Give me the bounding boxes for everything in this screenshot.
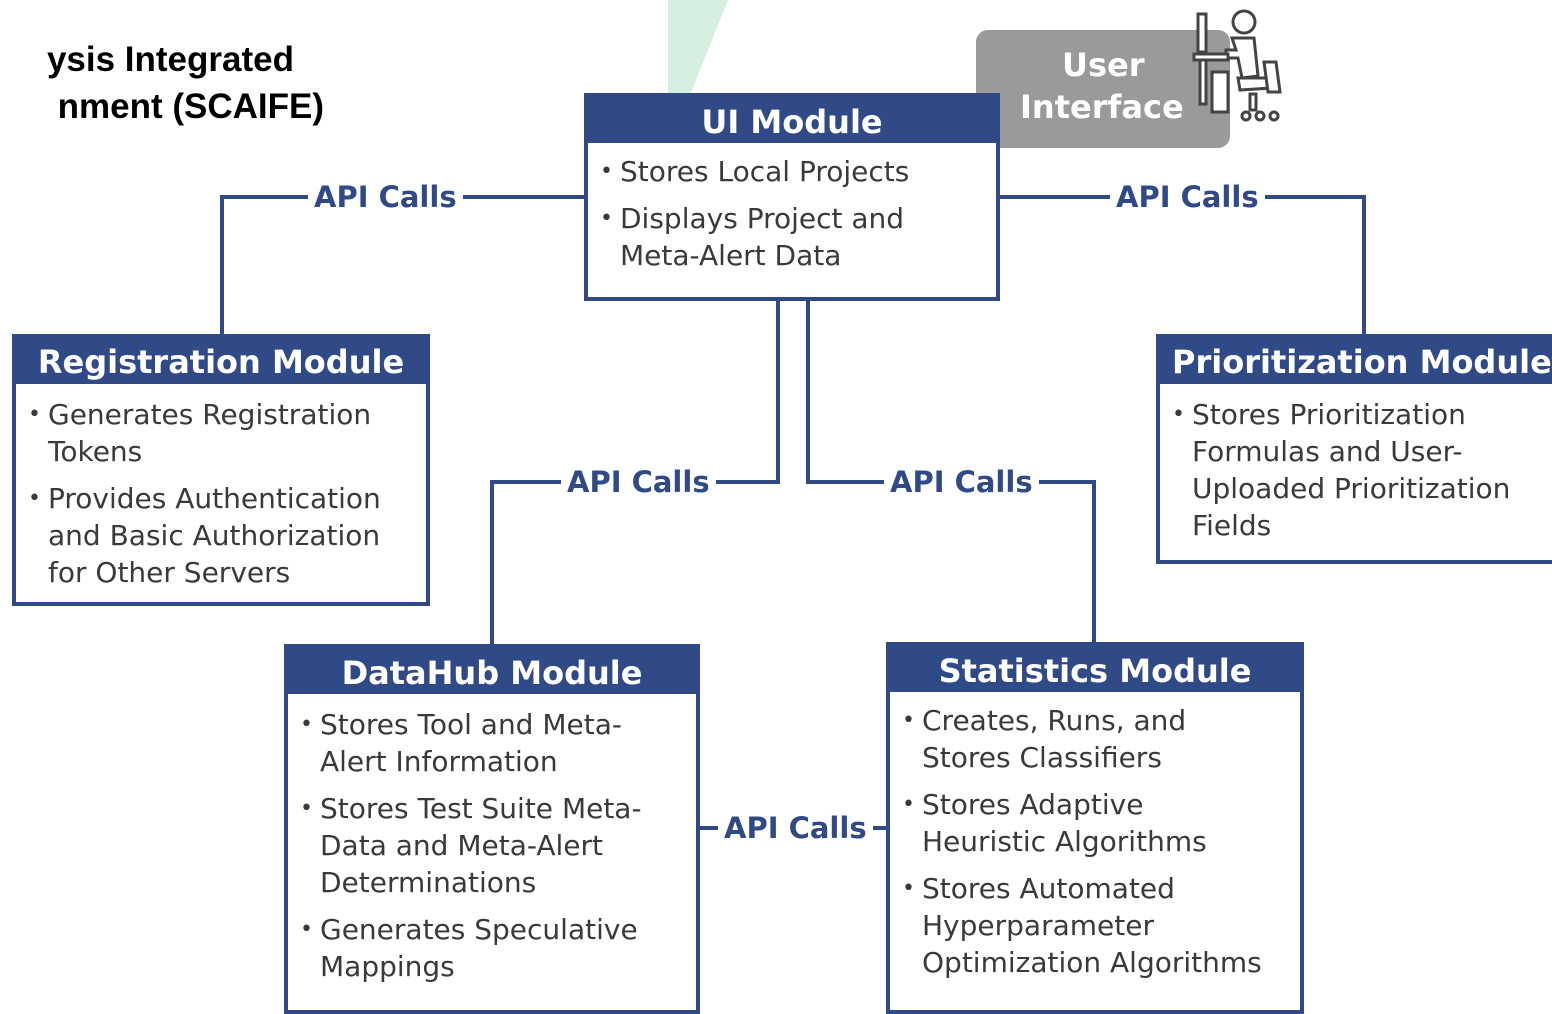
statistics-module-title: Statistics Module bbox=[890, 646, 1300, 692]
page-title: ysis Integrated nment (SCAIFE) bbox=[0, 36, 360, 130]
ui-module-title: UI Module bbox=[588, 97, 996, 143]
ui-module-bullet: Displays Project and Meta-Alert Data bbox=[588, 200, 996, 274]
statistics-module-bullet: Stores Adaptive Heuristic Algorithms bbox=[890, 786, 1300, 860]
datahub-module-bullet: Stores Test Suite Meta-Data and Meta-Ale… bbox=[288, 790, 696, 901]
title-line-2: nment (SCAIFE) bbox=[57, 87, 324, 126]
api-calls-label-datahub: API Calls bbox=[561, 464, 716, 500]
prioritization-module-title: Prioritization Module bbox=[1160, 338, 1552, 384]
datahub-module-title: DataHub Module bbox=[288, 648, 696, 694]
registration-module-bullet: Generates Registration Tokens bbox=[16, 396, 426, 470]
statistics-module-bullet: Stores Automated Hyperparameter Optimiza… bbox=[890, 870, 1300, 981]
user-interface-line-2: Interface bbox=[1020, 88, 1184, 126]
datahub-module-bullet: Generates Speculative Mappings bbox=[288, 911, 696, 985]
ui-module: UI Module Stores Local Projects Displays… bbox=[584, 93, 1000, 301]
statistics-module-bullet: Creates, Runs, and Stores Classifiers bbox=[890, 702, 1300, 776]
decorative-wedge bbox=[668, 0, 728, 100]
person-at-desk-icon bbox=[1192, 9, 1282, 122]
registration-module-bullet: Provides Authentication and Basic Author… bbox=[16, 480, 426, 591]
api-calls-label-statistics: API Calls bbox=[884, 464, 1039, 500]
api-calls-label-registration: API Calls bbox=[308, 179, 463, 215]
user-interface-line-1: User bbox=[1062, 46, 1145, 84]
prioritization-module: Prioritization Module Stores Prioritizat… bbox=[1156, 334, 1552, 564]
title-line-1: ysis Integrated bbox=[46, 40, 294, 79]
api-calls-label-datahub-statistics: API Calls bbox=[718, 810, 873, 846]
ui-module-bullet: Stores Local Projects bbox=[588, 153, 996, 190]
statistics-module-bullets: Creates, Runs, and Stores Classifiers St… bbox=[890, 692, 1300, 981]
datahub-module-bullets: Stores Tool and Meta-Alert Information S… bbox=[288, 694, 696, 985]
registration-module-bullets: Generates Registration Tokens Provides A… bbox=[16, 384, 426, 591]
registration-module-title: Registration Module bbox=[16, 338, 426, 384]
connector-ui-prioritization bbox=[998, 195, 1366, 338]
ui-module-bullets: Stores Local Projects Displays Project a… bbox=[588, 143, 996, 274]
user-interface-tag: User Interface bbox=[976, 30, 1230, 148]
datahub-module: DataHub Module Stores Tool and Meta-Aler… bbox=[284, 644, 700, 1014]
statistics-module: Statistics Module Creates, Runs, and Sto… bbox=[886, 642, 1304, 1014]
registration-module: Registration Module Generates Registrati… bbox=[12, 334, 430, 606]
prioritization-module-bullet: Stores Prioritization Formulas and User-… bbox=[1160, 396, 1552, 544]
api-calls-label-prioritization: API Calls bbox=[1110, 179, 1265, 215]
prioritization-module-bullets: Stores Prioritization Formulas and User-… bbox=[1160, 384, 1552, 544]
connector-ui-registration bbox=[220, 195, 586, 338]
datahub-module-bullet: Stores Tool and Meta-Alert Information bbox=[288, 706, 696, 780]
